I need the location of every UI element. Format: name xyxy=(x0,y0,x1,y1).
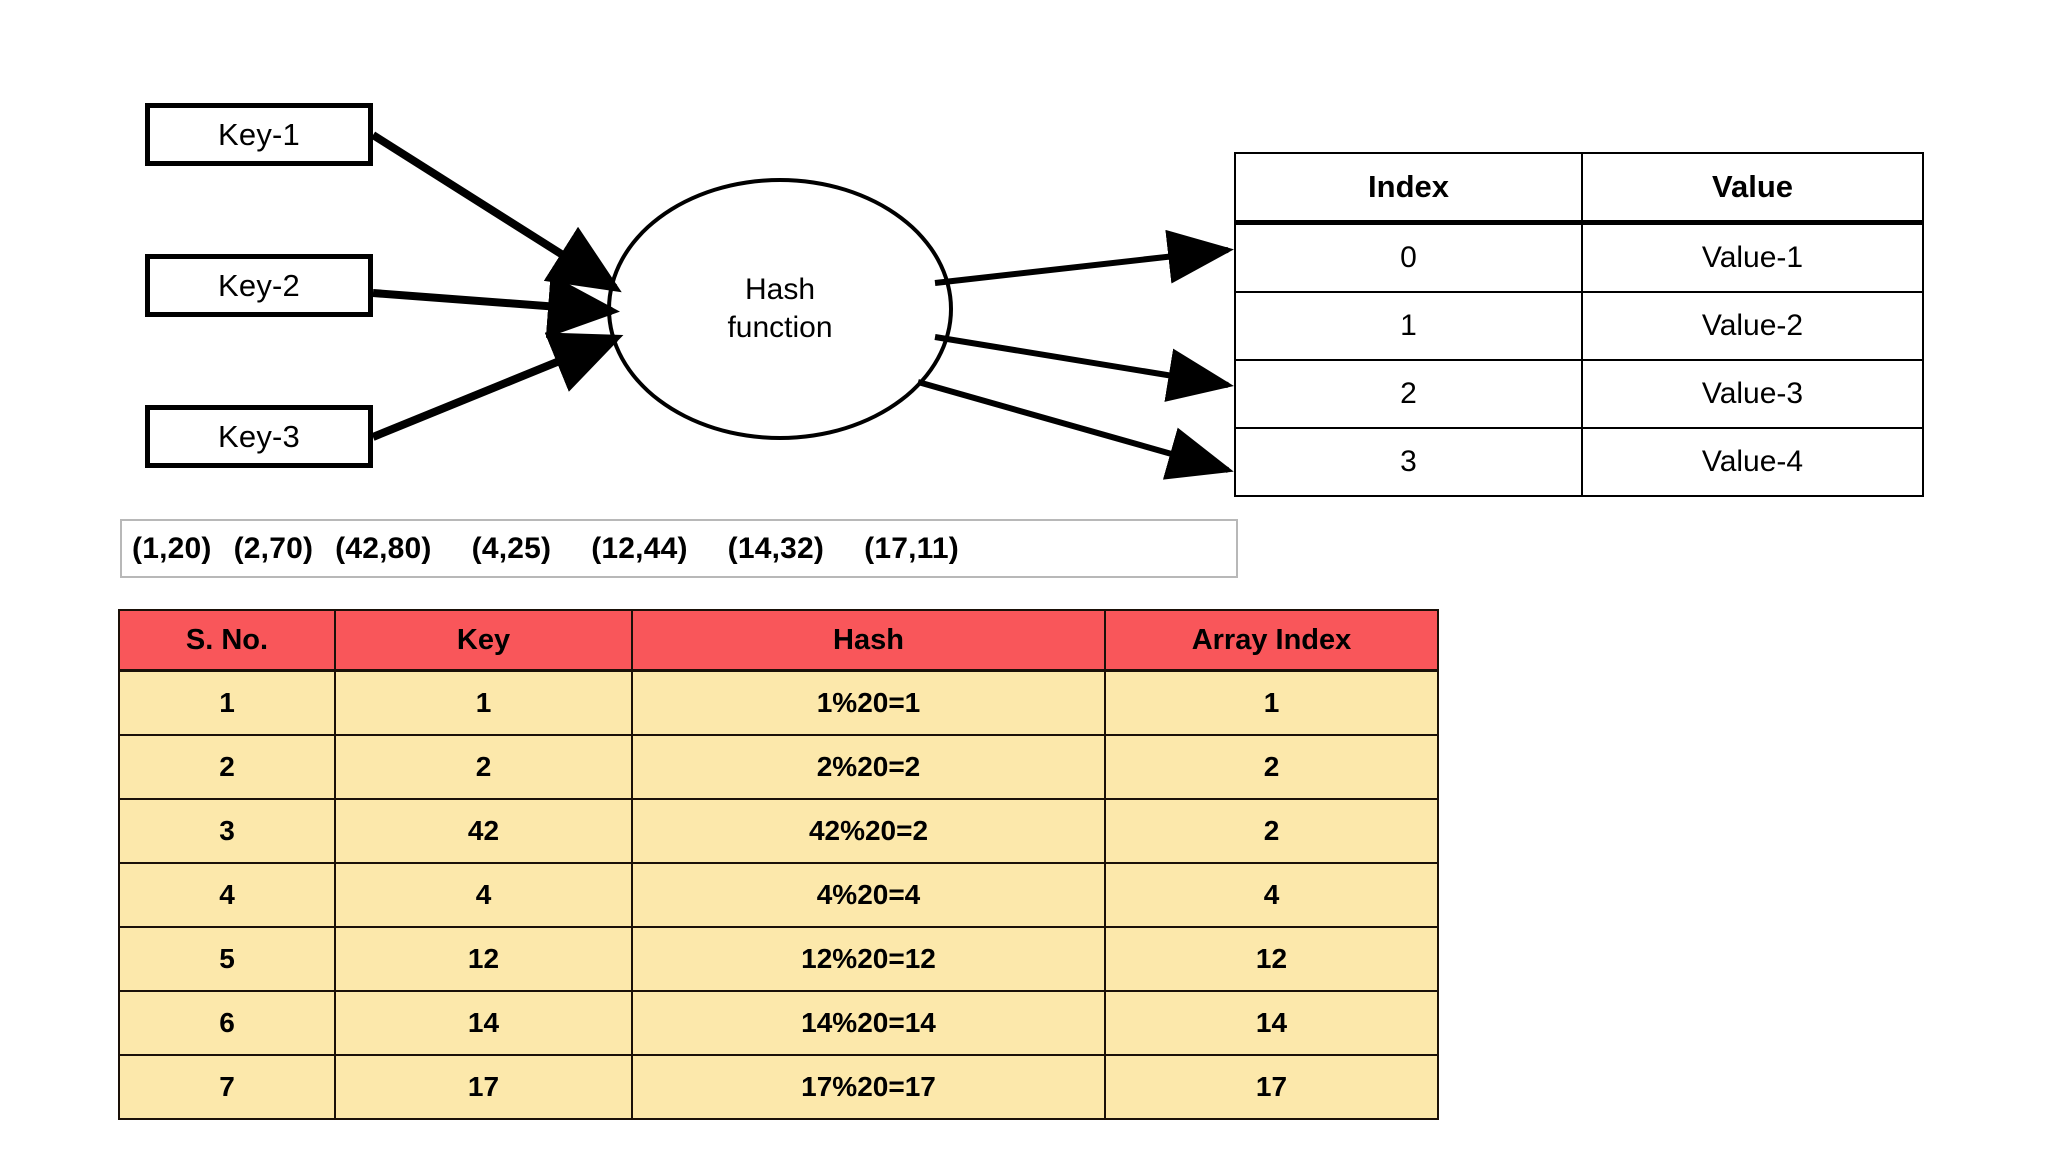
arrow-hash-to-index-3 xyxy=(917,379,1234,480)
key-cell: 1 xyxy=(334,669,633,736)
table-row: 1 1 1%20=1 1 xyxy=(118,669,1439,736)
arrow-hash-to-index-0 xyxy=(934,229,1234,286)
key-cell: 4 xyxy=(334,862,633,928)
key-box-1: Key-1 xyxy=(145,103,373,166)
index-cell: 3 xyxy=(1234,427,1583,497)
array-index-cell: 4 xyxy=(1104,862,1439,928)
array-index-cell: 2 xyxy=(1104,734,1439,800)
table-row: 1 Value-2 xyxy=(1234,291,1924,361)
pair-item: (17,11) xyxy=(864,531,959,565)
pair-item: (2,70) xyxy=(233,531,314,565)
key-cell: 2 xyxy=(334,734,633,800)
sno-cell: 4 xyxy=(118,862,336,928)
key-box-1-label: Key-1 xyxy=(218,116,300,152)
arrow-key1-to-hash xyxy=(370,131,622,293)
arrow-hash-to-index-2 xyxy=(934,334,1234,402)
value-cell: Value-1 xyxy=(1581,221,1924,293)
key-box-2-label: Key-2 xyxy=(218,267,300,303)
sno-cell: 7 xyxy=(118,1054,336,1120)
index-cell: 1 xyxy=(1234,291,1583,361)
arrow-key2-to-hash xyxy=(372,274,620,339)
sno-cell: 1 xyxy=(118,669,336,736)
table-row: 3 42 42%20=2 2 xyxy=(118,798,1439,864)
key-cell: 42 xyxy=(334,798,633,864)
key-cell: 12 xyxy=(334,926,633,992)
index-cell: 2 xyxy=(1234,359,1583,429)
index-cell: 0 xyxy=(1234,221,1583,293)
hash-cell: 2%20=2 xyxy=(631,734,1106,800)
hash-table-header-index: Array Index xyxy=(1104,609,1439,672)
hash-cell: 42%20=2 xyxy=(631,798,1106,864)
hash-computation-table: S. No. Key Hash Array Index 1 1 1%20=1 1… xyxy=(118,609,1439,1120)
table-row: 2 Value-3 xyxy=(1234,359,1924,429)
hash-function-label-line2: function xyxy=(727,311,833,344)
table-row: 7 17 17%20=17 17 xyxy=(118,1054,1439,1120)
arrow-key3-to-hash xyxy=(371,332,624,441)
table-row: 6 14 14%20=14 14 xyxy=(118,990,1439,1056)
hash-table-header-key: Key xyxy=(334,609,633,672)
index-table-header-index: Index xyxy=(1234,152,1583,225)
index-table-header-row: Index Value xyxy=(1234,152,1924,225)
array-index-cell: 12 xyxy=(1104,926,1439,992)
pair-item: (1,20) xyxy=(132,531,212,565)
sno-cell: 3 xyxy=(118,798,336,864)
pair-item: (12,44) xyxy=(591,531,688,565)
pair-item: (42,80) xyxy=(335,531,432,565)
key-value-pairs-strip: (1,20) (2,70) (42,80) (4,25) (12,44) (14… xyxy=(120,519,1238,578)
value-cell: Value-4 xyxy=(1581,427,1924,497)
hash-cell: 4%20=4 xyxy=(631,862,1106,928)
sno-cell: 2 xyxy=(118,734,336,800)
pair-item: (4,25) xyxy=(471,531,552,565)
value-cell: Value-3 xyxy=(1581,359,1924,429)
array-index-cell: 2 xyxy=(1104,798,1439,864)
hash-function-label-line1: Hash xyxy=(744,272,816,306)
table-row: 5 12 12%20=12 12 xyxy=(118,926,1439,992)
sno-cell: 5 xyxy=(118,926,336,992)
hash-cell: 12%20=12 xyxy=(631,926,1106,992)
index-table-header-value: Value xyxy=(1581,152,1924,225)
value-cell: Value-2 xyxy=(1581,291,1924,361)
hash-table-header-hash: Hash xyxy=(631,609,1106,672)
index-value-table: Index Value 0 Value-1 1 Value-2 2 Value-… xyxy=(1234,152,1924,497)
key-box-3-label: Key-3 xyxy=(218,418,300,454)
key-cell: 14 xyxy=(334,990,633,1056)
table-row: 4 4 4%20=4 4 xyxy=(118,862,1439,928)
hash-table-header-row: S. No. Key Hash Array Index xyxy=(118,609,1439,672)
hash-cell: 14%20=14 xyxy=(631,990,1106,1056)
key-cell: 17 xyxy=(334,1054,633,1120)
array-index-cell: 14 xyxy=(1104,990,1439,1056)
pair-item: (14,32) xyxy=(727,531,825,565)
key-box-3: Key-3 xyxy=(145,405,373,468)
hash-table-header-sno: S. No. xyxy=(118,609,336,672)
hash-cell: 1%20=1 xyxy=(631,669,1106,736)
table-row: 2 2 2%20=2 2 xyxy=(118,734,1439,800)
array-index-cell: 17 xyxy=(1104,1054,1439,1120)
table-row: 3 Value-4 xyxy=(1234,427,1924,497)
hash-function-node: Hash function xyxy=(607,178,953,440)
sno-cell: 6 xyxy=(118,990,336,1056)
table-row: 0 Value-1 xyxy=(1234,221,1924,293)
key-box-2: Key-2 xyxy=(145,254,373,317)
hash-cell: 17%20=17 xyxy=(631,1054,1106,1120)
array-index-cell: 1 xyxy=(1104,669,1439,736)
